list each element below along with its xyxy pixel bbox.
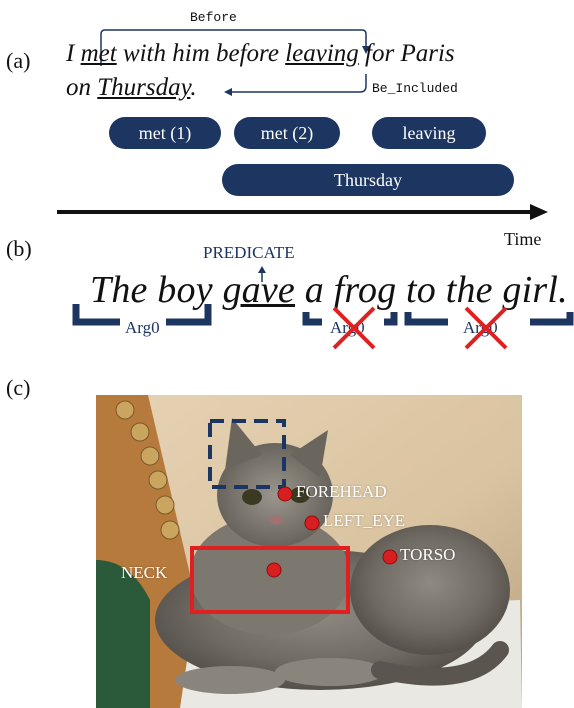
relation-included-label: Be_Included	[372, 81, 458, 96]
keypoint-neck	[266, 562, 282, 578]
word-gave: gave	[222, 269, 296, 311]
keypoint-forehead	[277, 486, 293, 502]
panel-label-b: (b)	[6, 236, 32, 261]
words-the-boy: The boy	[90, 269, 223, 311]
event-pill-met-2: met (2)	[234, 117, 340, 149]
word-thursday: Thursday	[97, 74, 191, 101]
panel-b-sentence: The boy gave a frog to the girl.	[90, 268, 568, 312]
keypoint-label-neck: NECK	[121, 563, 168, 582]
word-on: on	[66, 74, 98, 101]
role-arg0-1: Arg0	[125, 318, 160, 337]
word-period: .	[190, 74, 197, 101]
word-met: met	[80, 40, 117, 67]
bracket-arg0-2	[302, 312, 398, 326]
neck-bounding-box	[190, 546, 350, 614]
cross-mark-1	[332, 306, 376, 350]
word-i: I	[66, 40, 81, 67]
panel-label-a: (a)	[6, 48, 31, 73]
time-axis-label: Time	[504, 229, 542, 249]
words-end: for Paris	[358, 40, 455, 67]
event-pill-met-1: met (1)	[109, 117, 221, 149]
words-mid: with him before	[116, 40, 286, 67]
bracket-arg0-1	[72, 304, 212, 326]
forehead-dashed-box	[208, 419, 286, 489]
keypoint-left-eye	[304, 515, 320, 531]
words-rest: a frog to the girl.	[295, 269, 568, 311]
relation-before-label: Before	[190, 10, 237, 25]
word-leaving: leaving	[285, 40, 359, 67]
cross-mark-2	[464, 306, 508, 350]
keypoint-label-left-eye: LEFT_EYE	[323, 511, 406, 530]
panel-a-sentence-line1: I met with him before leaving for Paris	[66, 40, 455, 68]
panel-a-sentence-line2: on Thursday.	[66, 74, 197, 102]
keypoint-label-torso: TORSO	[400, 545, 456, 564]
event-pill-thursday: Thursday	[222, 164, 514, 196]
keypoint-torso	[382, 549, 398, 565]
bracket-arg0-3	[404, 312, 574, 326]
keypoint-label-forehead: FOREHEAD	[296, 482, 387, 501]
predicate-label: PREDICATE	[203, 243, 295, 262]
panel-label-c: (c)	[6, 375, 31, 400]
event-pill-leaving: leaving	[372, 117, 486, 149]
